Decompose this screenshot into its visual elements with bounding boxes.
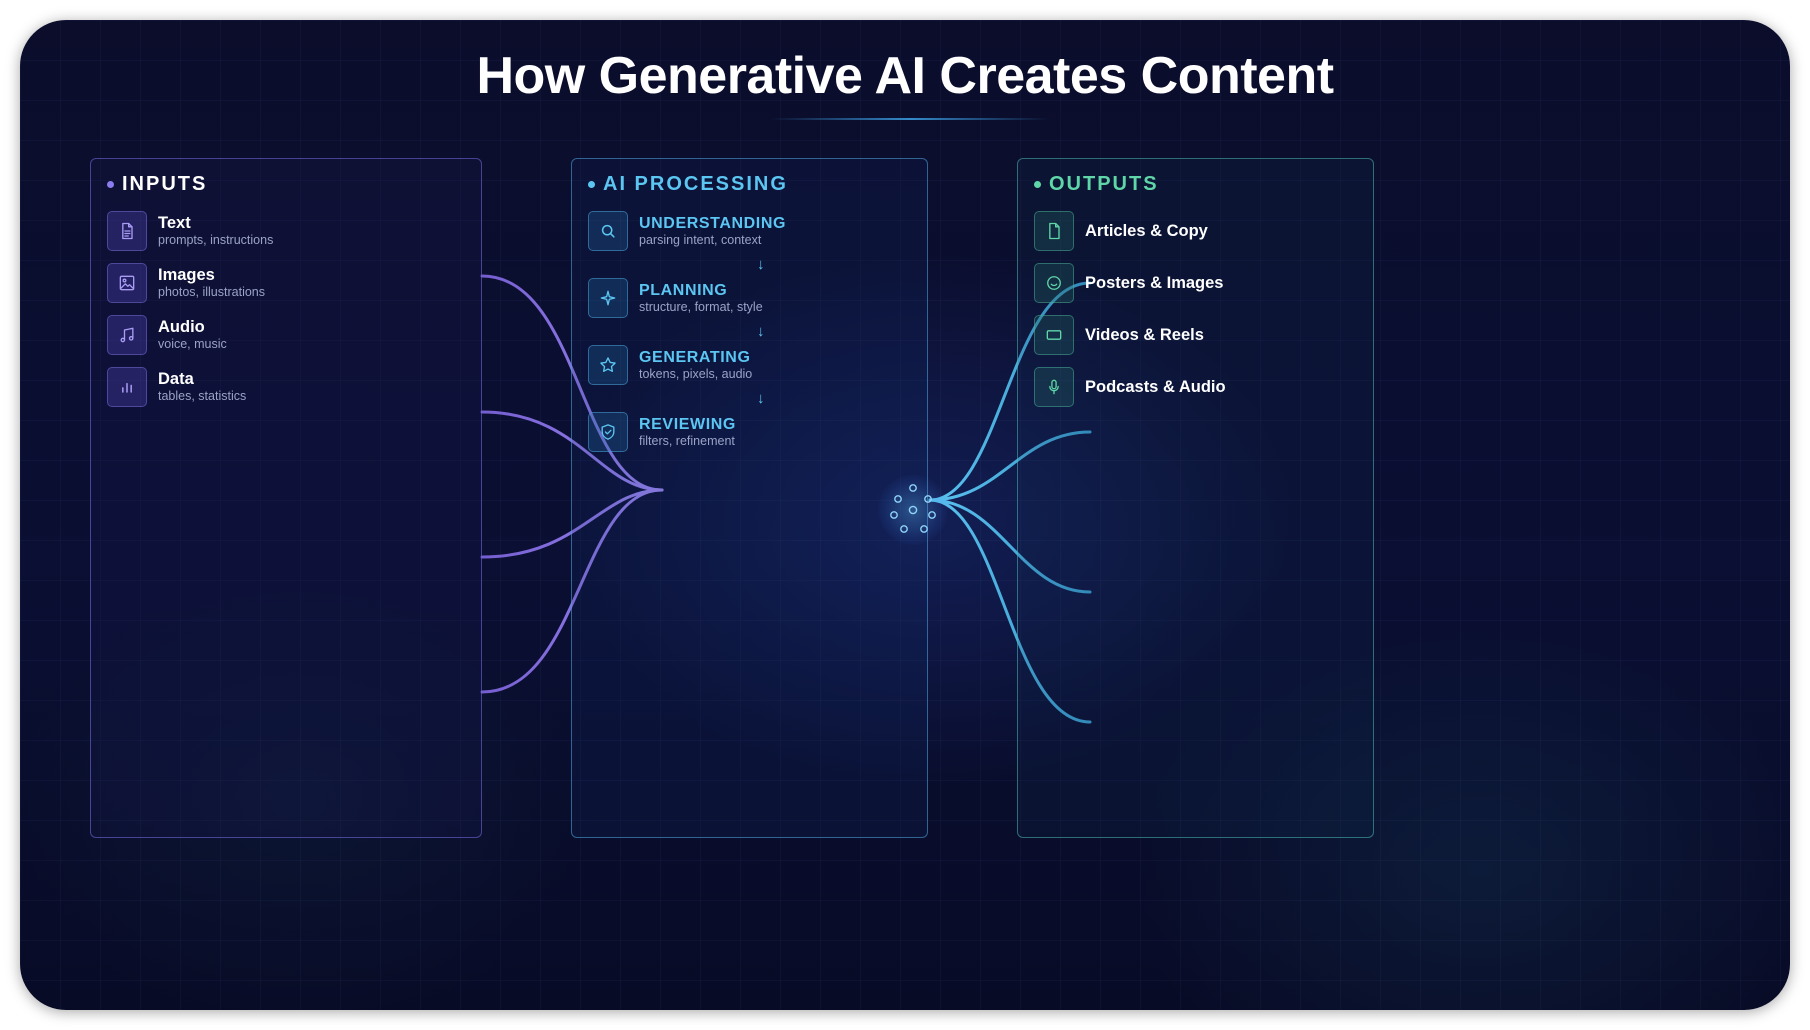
background-grid [20,20,1790,1010]
input-item-audio: Audio voice, music [107,315,227,355]
file-icon [1034,211,1074,251]
input-item-sub: tables, statistics [158,389,247,403]
processing-header-label: AI PROCESSING [603,173,788,195]
inputs-header: INPUTS [107,173,207,196]
processing-header: AI PROCESSING [588,173,788,196]
inputs-panel: INPUTS Text prompts, instructions Images [90,158,482,838]
sparkle-icon [588,278,628,318]
input-item-label: Audio [158,318,205,336]
shield-check-icon [588,412,628,452]
output-item-videos: Videos & Reels [1034,315,1204,355]
outputs-panel: OUTPUTS Articles & Copy Posters & Images [1017,158,1374,838]
output-item-articles: Articles & Copy [1034,211,1208,251]
processing-panel: AI PROCESSING UNDERSTANDING parsing inte… [571,158,928,838]
outputs-header: OUTPUTS [1034,173,1159,196]
smiley-icon [1034,263,1074,303]
step-label: PLANNING [639,281,728,299]
output-item-label: Videos & Reels [1085,325,1204,344]
output-item-posters: Posters & Images [1034,263,1223,303]
step-sub: structure, format, style [639,299,763,314]
processing-step-reviewing: REVIEWING filters, refinement [588,412,736,452]
input-item-label: Data [158,370,194,388]
input-item-label: Images [158,266,215,284]
star-icon [588,345,628,385]
input-item-sub: photos, illustrations [158,285,266,299]
input-item-sub: prompts, instructions [158,233,274,247]
arrow-down-icon: ↓ [757,323,765,340]
step-label: UNDERSTANDING [639,214,787,232]
arrow-down-icon: ↓ [757,390,765,407]
input-item-data: Data tables, statistics [107,367,246,407]
step-label: REVIEWING [639,415,736,433]
processing-step-generating: GENERATING tokens, pixels, audio [588,345,752,385]
diagram-canvas: How Generative AI Creates Content [20,20,1790,1010]
step-sub: tokens, pixels, audio [639,366,753,381]
output-item-label: Podcasts & Audio [1085,377,1226,396]
input-item-label: Text [158,214,191,232]
output-item-label: Posters & Images [1085,273,1224,292]
step-label: GENERATING [639,348,751,366]
music-note-icon [107,315,147,355]
search-icon [588,211,628,251]
bar-chart-icon [107,367,147,407]
title-underline [770,118,1050,120]
processing-step-planning: PLANNING structure, format, style [588,278,763,318]
outputs-header-label: OUTPUTS [1049,173,1159,195]
inputs-header-label: INPUTS [122,173,208,195]
outputs-bullet-icon [1034,181,1041,188]
step-sub: parsing intent, context [639,232,762,247]
document-icon [107,211,147,251]
output-item-label: Articles & Copy [1085,221,1208,240]
input-item-text: Text prompts, instructions [107,211,273,251]
microphone-icon [1034,367,1074,407]
processing-bullet-icon [588,181,595,188]
processing-step-understanding: UNDERSTANDING parsing intent, context [588,211,786,251]
image-icon [107,263,147,303]
screen-icon [1034,315,1074,355]
step-sub: filters, refinement [639,433,735,448]
page-title: How Generative AI Creates Content [476,47,1334,105]
output-item-podcasts: Podcasts & Audio [1034,367,1226,407]
neural-network-hub-icon [878,475,948,545]
input-item-images: Images photos, illustrations [107,263,265,303]
inputs-bullet-icon [107,181,114,188]
input-item-sub: voice, music [158,337,227,351]
arrow-down-icon: ↓ [757,256,765,273]
